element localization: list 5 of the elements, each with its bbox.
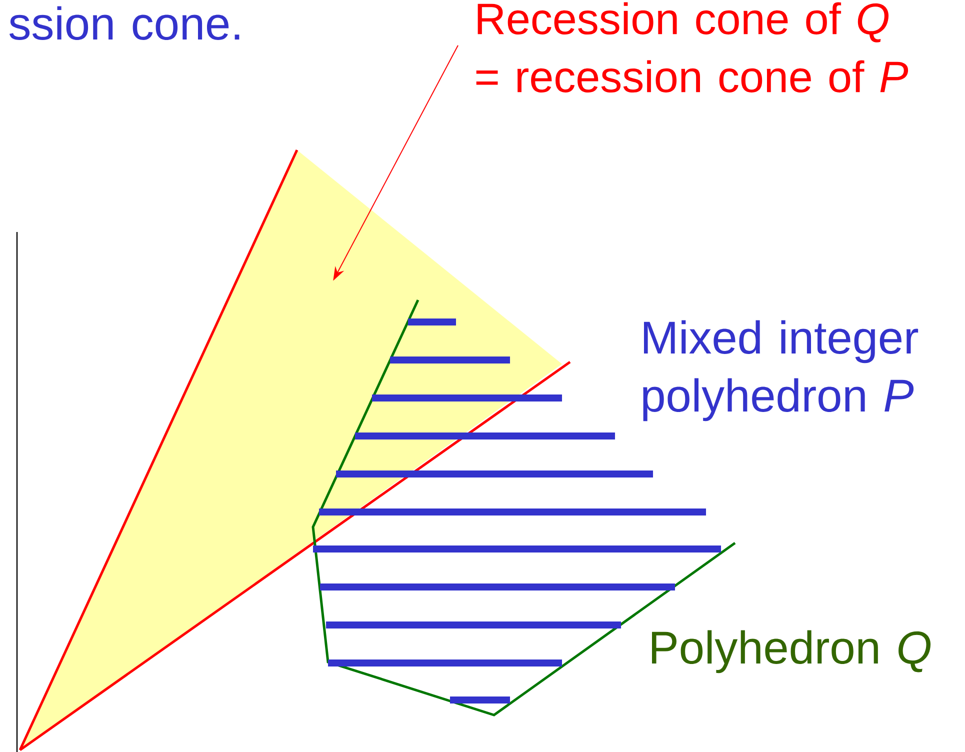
polyhedron-label: Mixed integer polyhedron P bbox=[643, 320, 918, 422]
callout-text: Recession cone of Q = recession cone of P bbox=[476, 2, 908, 92]
polyhedron-label: Polyhedron Q bbox=[652, 630, 931, 674]
top-text: ssion cone. bbox=[10, 6, 240, 40]
recession-cone bbox=[18, 149, 571, 752]
